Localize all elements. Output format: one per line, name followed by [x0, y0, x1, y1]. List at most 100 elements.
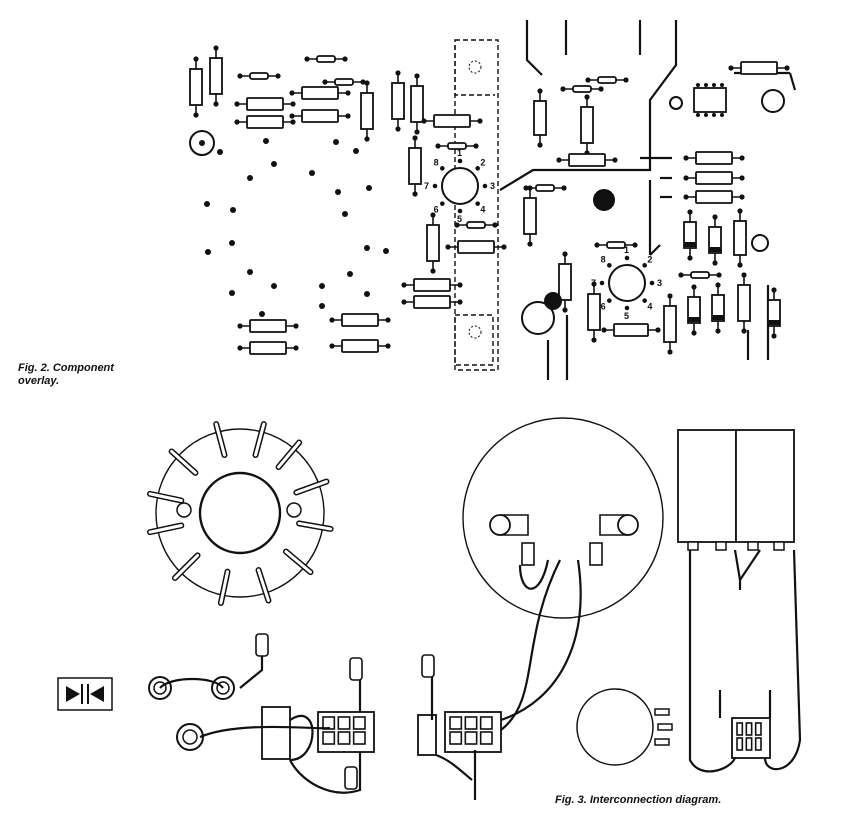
pad: [687, 255, 693, 261]
pin: [624, 255, 630, 261]
pin-number: 3: [657, 278, 662, 288]
switch-lug: [754, 722, 762, 736]
pad: [667, 293, 673, 299]
pad: [771, 287, 777, 293]
pad: [737, 208, 743, 214]
pin-number: 4: [647, 301, 652, 311]
pad: [678, 272, 684, 278]
pad: [691, 330, 697, 336]
pad: [632, 242, 638, 248]
wire: [500, 559, 582, 722]
switch-pad-4b: [247, 269, 253, 275]
resistor-r16: [289, 109, 351, 123]
switch-lug: [736, 722, 744, 736]
pad: [412, 191, 418, 197]
switch-lug: [745, 722, 753, 736]
pad: [319, 283, 325, 289]
resistor-r18: [426, 212, 440, 274]
capacitor-c7: [189, 130, 215, 156]
pad: [213, 101, 219, 107]
toggle-switch-sw2: [444, 711, 502, 753]
resistor-r1: [401, 278, 463, 292]
pad: [562, 251, 568, 257]
pad: [247, 269, 253, 275]
pin: [607, 298, 612, 303]
pad: [445, 244, 451, 250]
pad: [585, 77, 591, 83]
cell: [735, 429, 795, 543]
pad: [771, 333, 777, 339]
pad: [562, 307, 568, 313]
body: [761, 89, 785, 113]
battery-terminal: [773, 541, 785, 551]
pad: [492, 222, 498, 228]
resistor-d2: [687, 284, 701, 336]
wire: [649, 244, 661, 256]
resistor-r28: [587, 281, 601, 343]
body: [687, 296, 701, 324]
switch-pad-3b: [271, 283, 277, 289]
switch-tag-inner: [297, 521, 333, 531]
capacitor-c2: [261, 706, 291, 760]
wire: [688, 550, 737, 773]
body: [767, 299, 781, 327]
pad: [623, 77, 629, 83]
jack-inner: [182, 729, 198, 745]
pad: [213, 45, 219, 51]
resistor-r4: [329, 339, 391, 353]
potentiometer-rv1: [576, 688, 673, 766]
pad: [473, 143, 479, 149]
toggle-switch-sw1: [317, 711, 375, 753]
resistor-r19: [421, 114, 483, 128]
resistor-rv3: [601, 323, 661, 337]
resistor-c13: [594, 241, 638, 249]
pad: [457, 299, 463, 305]
pad: [309, 170, 315, 176]
pin-number: 7: [591, 278, 596, 288]
pin-number: 4: [480, 204, 485, 214]
pad: [457, 282, 463, 288]
pad: [383, 248, 389, 254]
pad: [537, 88, 543, 94]
body: [544, 292, 562, 310]
rotary-switch-sw3: [147, 421, 334, 606]
switch-pad-5b: [229, 240, 235, 246]
pad: [414, 73, 420, 79]
body: [695, 171, 733, 185]
switch-lug: [322, 731, 336, 745]
led-1-triangle: [66, 686, 80, 702]
pad: [364, 136, 370, 142]
switch-tag-inner: [170, 449, 197, 475]
resistor-r9: [410, 73, 424, 135]
pin: [475, 166, 480, 171]
pad: [290, 119, 296, 125]
switch-pad-2a: [319, 303, 325, 309]
switch-tag-inner: [254, 422, 266, 457]
body: [593, 189, 615, 211]
pin: [440, 201, 445, 206]
switch-pad-9b: [309, 170, 315, 176]
pad: [683, 155, 689, 161]
wire: [435, 753, 473, 781]
switch-lug: [479, 731, 493, 745]
switch-pad-7a: [217, 149, 223, 155]
body: [408, 147, 422, 185]
body: [693, 87, 727, 113]
switch-pad-11a: [366, 185, 372, 191]
capacitor-c16: [751, 234, 769, 252]
body: [301, 109, 339, 123]
pad: [333, 139, 339, 145]
pad: [293, 345, 299, 351]
pad: [335, 189, 341, 195]
pad: [199, 140, 205, 146]
wire: [763, 549, 802, 771]
pin: [712, 83, 716, 87]
body: [209, 57, 223, 95]
meter-lug: [500, 514, 529, 536]
resistor-rv2: [533, 88, 547, 148]
resistor-r31: [737, 272, 751, 334]
resistor-rv4: [733, 208, 747, 268]
switch-pad-11b: [342, 211, 348, 217]
